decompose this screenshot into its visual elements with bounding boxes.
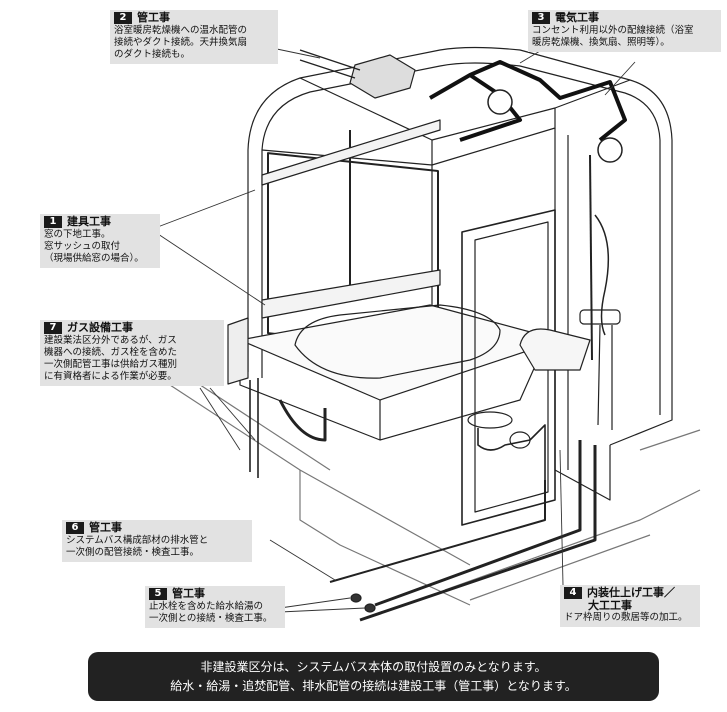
callout-text: 接続やダクト接続。天井換気扇 — [114, 37, 248, 48]
door-frame — [474, 221, 549, 513]
floor-line — [299, 470, 471, 606]
callout-text: 一次側との接続・検査工事。 — [149, 613, 273, 624]
bathtub — [379, 354, 541, 441]
unit-outline — [261, 62, 661, 415]
callout-title: 管工事 — [89, 521, 122, 534]
callout-5-pipe-work: 5 管工事 止水栓を含めた給水給湯の 一次側との接続・検査工事。 — [145, 586, 285, 628]
callout-text: 止水栓を含めた給水給湯の — [149, 601, 264, 612]
callout-title: 建具工事 — [67, 215, 111, 228]
callout-text: 浴室暖房乾燥機への温水配管の — [114, 25, 248, 36]
floor-line — [444, 489, 701, 591]
callout-number: 5 — [149, 588, 167, 600]
drain-pipe — [509, 431, 531, 449]
faucet — [579, 309, 621, 325]
callout-text: 窓サッシュの取付 — [44, 241, 121, 252]
callout-text: ドア枠周りの敷居等の加工。 — [564, 612, 688, 623]
unit-outline — [247, 46, 673, 446]
callout-title: 管工事 — [137, 11, 170, 24]
callout-3-electrical-work: 3 電気工事 コンセント利用以外の配線接続（浴室 暖房乾燥機、換気扇、照明等）。 — [528, 10, 721, 52]
supply-pipe — [359, 445, 597, 622]
light-fixture — [487, 89, 513, 115]
drain-pipe-out — [329, 480, 546, 583]
leader-lines — [154, 47, 636, 613]
bathtub — [294, 304, 501, 379]
shower-hose — [594, 214, 610, 336]
callout-text: 窓の下地工事。 — [44, 229, 111, 240]
door-frame — [461, 209, 556, 526]
dryer-unit — [349, 54, 416, 99]
counter — [519, 328, 591, 371]
banner-line: 非建設業区分は、システムバス本体の取付設置のみとなります。 — [200, 659, 547, 674]
callout-1-fittings-work: 1 建具工事 窓の下地工事。 窓サッシュの取付 （現場供給窓の場合）。 — [40, 214, 160, 268]
callout-title: 内装仕上げ工事／ — [587, 586, 675, 599]
bathtub — [239, 304, 561, 401]
bottom-banner: 非建設業区分は、システムバス本体の取付設置のみとなります。 給水・給湯・追焚配管… — [88, 652, 659, 701]
callout-number: 7 — [44, 322, 62, 334]
callout-number: 2 — [114, 12, 132, 24]
callout-title: 管工事 — [172, 587, 205, 600]
callout-7-gas-work: 7 ガス設備工事 建設業法区分外であるが、ガス 機器への接続、ガス栓を含めた 一… — [40, 320, 224, 386]
gas-pipe — [249, 378, 259, 478]
callout-text: 一次側の配管接続・検査工事。 — [66, 547, 200, 558]
floor-line — [639, 429, 701, 451]
banner-line: 給水・給湯・追焚配管、排水配管の接続は建設工事（管工事）となります。 — [170, 678, 577, 693]
floor-line — [469, 534, 651, 601]
pipe-end — [350, 593, 362, 603]
callout-number: 4 — [564, 587, 582, 599]
callout-title-line2: 大工工事 — [588, 599, 632, 612]
callout-text: （現場供給窓の場合）。 — [44, 253, 144, 264]
callout-number: 3 — [532, 12, 550, 24]
apron-pipe — [278, 399, 327, 442]
faucet-supply — [597, 324, 613, 430]
callout-4-interior-carpentry-work: 4 内装仕上げ工事／ 大工工事 ドア枠周りの敷居等の加工。 — [560, 585, 700, 627]
window-top-rail — [261, 119, 441, 186]
wiring — [469, 60, 627, 142]
callout-number: 6 — [66, 522, 84, 534]
roof-edge — [299, 77, 631, 141]
callout-text: 一次側配管工事は供給ガス種別 — [44, 359, 178, 370]
callout-title: 電気工事 — [555, 11, 599, 24]
callout-6-pipe-work: 6 管工事 システムバス構成部材の排水管と 一次側の配管接続・検査工事。 — [62, 520, 252, 562]
left-wall — [261, 149, 433, 320]
callout-text: のダクト接続も。 — [114, 49, 191, 60]
callout-2-pipe-work: 2 管工事 浴室暖房乾燥機への温水配管の 接続やダクト接続。天井換気扇 のダクト… — [110, 10, 278, 64]
callout-text: 暖房乾燥機、換気扇、照明等）。 — [532, 37, 670, 48]
roof-edge — [431, 108, 556, 166]
callout-number: 1 — [44, 216, 62, 228]
callout-text: 建設業法区分外であるが、ガス — [44, 335, 177, 346]
light-fixture — [597, 137, 623, 163]
shower-riser — [589, 154, 593, 361]
drain — [467, 411, 513, 429]
window-sill — [261, 269, 441, 319]
gas-box — [227, 317, 249, 385]
callout-text: 機器への接続、ガス栓を含めた — [44, 347, 178, 358]
callout-text: システムバス構成部材の排水管と — [66, 535, 209, 546]
duct — [299, 49, 361, 79]
supply-pipe — [374, 440, 582, 607]
pipe-end — [364, 603, 376, 613]
callout-text: に有資格者による作業が必要。 — [44, 371, 177, 382]
callout-title: ガス設備工事 — [67, 321, 133, 334]
drain-pipe — [477, 424, 546, 480]
callout-text: コンセント利用以外の配線接続（浴室 — [532, 25, 694, 36]
